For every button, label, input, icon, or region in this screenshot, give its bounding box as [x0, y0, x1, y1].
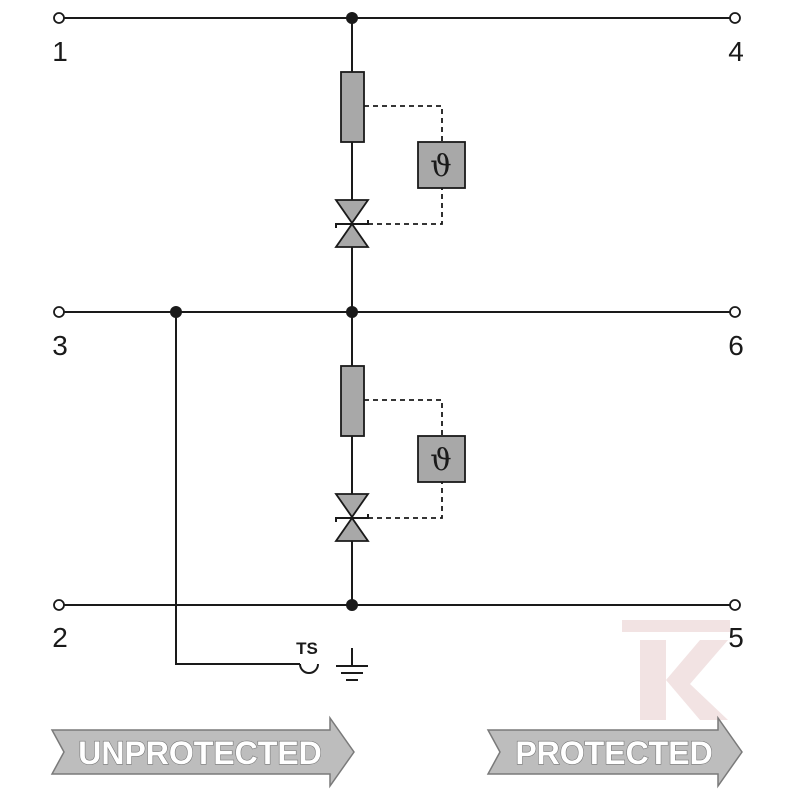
terminal-4-label: 4: [728, 36, 744, 67]
upper-dashed-link-top: [364, 105, 443, 142]
ts-contact-icon: [299, 663, 319, 674]
terminal-2-label: 2: [52, 622, 68, 653]
k-logo-watermark: [622, 620, 730, 720]
ground-icon: [336, 648, 368, 681]
lower-theta-icon: ϑ: [430, 443, 451, 478]
lower-tvs-diode: [334, 493, 370, 542]
upper-resistor: [340, 71, 365, 143]
junction-node-ts: [170, 306, 182, 318]
terminal-3[interactable]: [53, 306, 65, 318]
junction-node-middle: [346, 306, 358, 318]
upper-theta-icon: ϑ: [430, 149, 451, 184]
terminal-6[interactable]: [729, 306, 741, 318]
unprotected-arrow: [50, 715, 355, 789]
terminal-4[interactable]: [729, 12, 741, 24]
terminal-5-label: 5: [728, 622, 744, 653]
lower-dashed-link-top: [364, 399, 443, 436]
lower-dashed-link-bottom: [368, 482, 443, 519]
junction-node-top: [346, 12, 358, 24]
terminal-1[interactable]: [53, 12, 65, 24]
unprotected-label: UNPROTECTED: [78, 735, 322, 771]
junction-node-bottom: [346, 599, 358, 611]
terminal-3-label: 3: [52, 330, 68, 361]
lower-resistor: [340, 365, 365, 437]
terminal-6-label: 6: [728, 330, 744, 361]
terminal-1-label: 1: [52, 36, 68, 67]
ts-wire: [175, 312, 300, 665]
protected-arrow: [486, 715, 743, 789]
upper-thermal-sensor: [417, 141, 466, 189]
terminal-2[interactable]: [53, 599, 65, 611]
ts-label: TS: [296, 639, 318, 658]
upper-dashed-link-bottom: [368, 188, 443, 225]
terminal-5[interactable]: [729, 599, 741, 611]
protected-label: PROTECTED: [515, 735, 712, 771]
upper-tvs-diode: [334, 199, 370, 248]
